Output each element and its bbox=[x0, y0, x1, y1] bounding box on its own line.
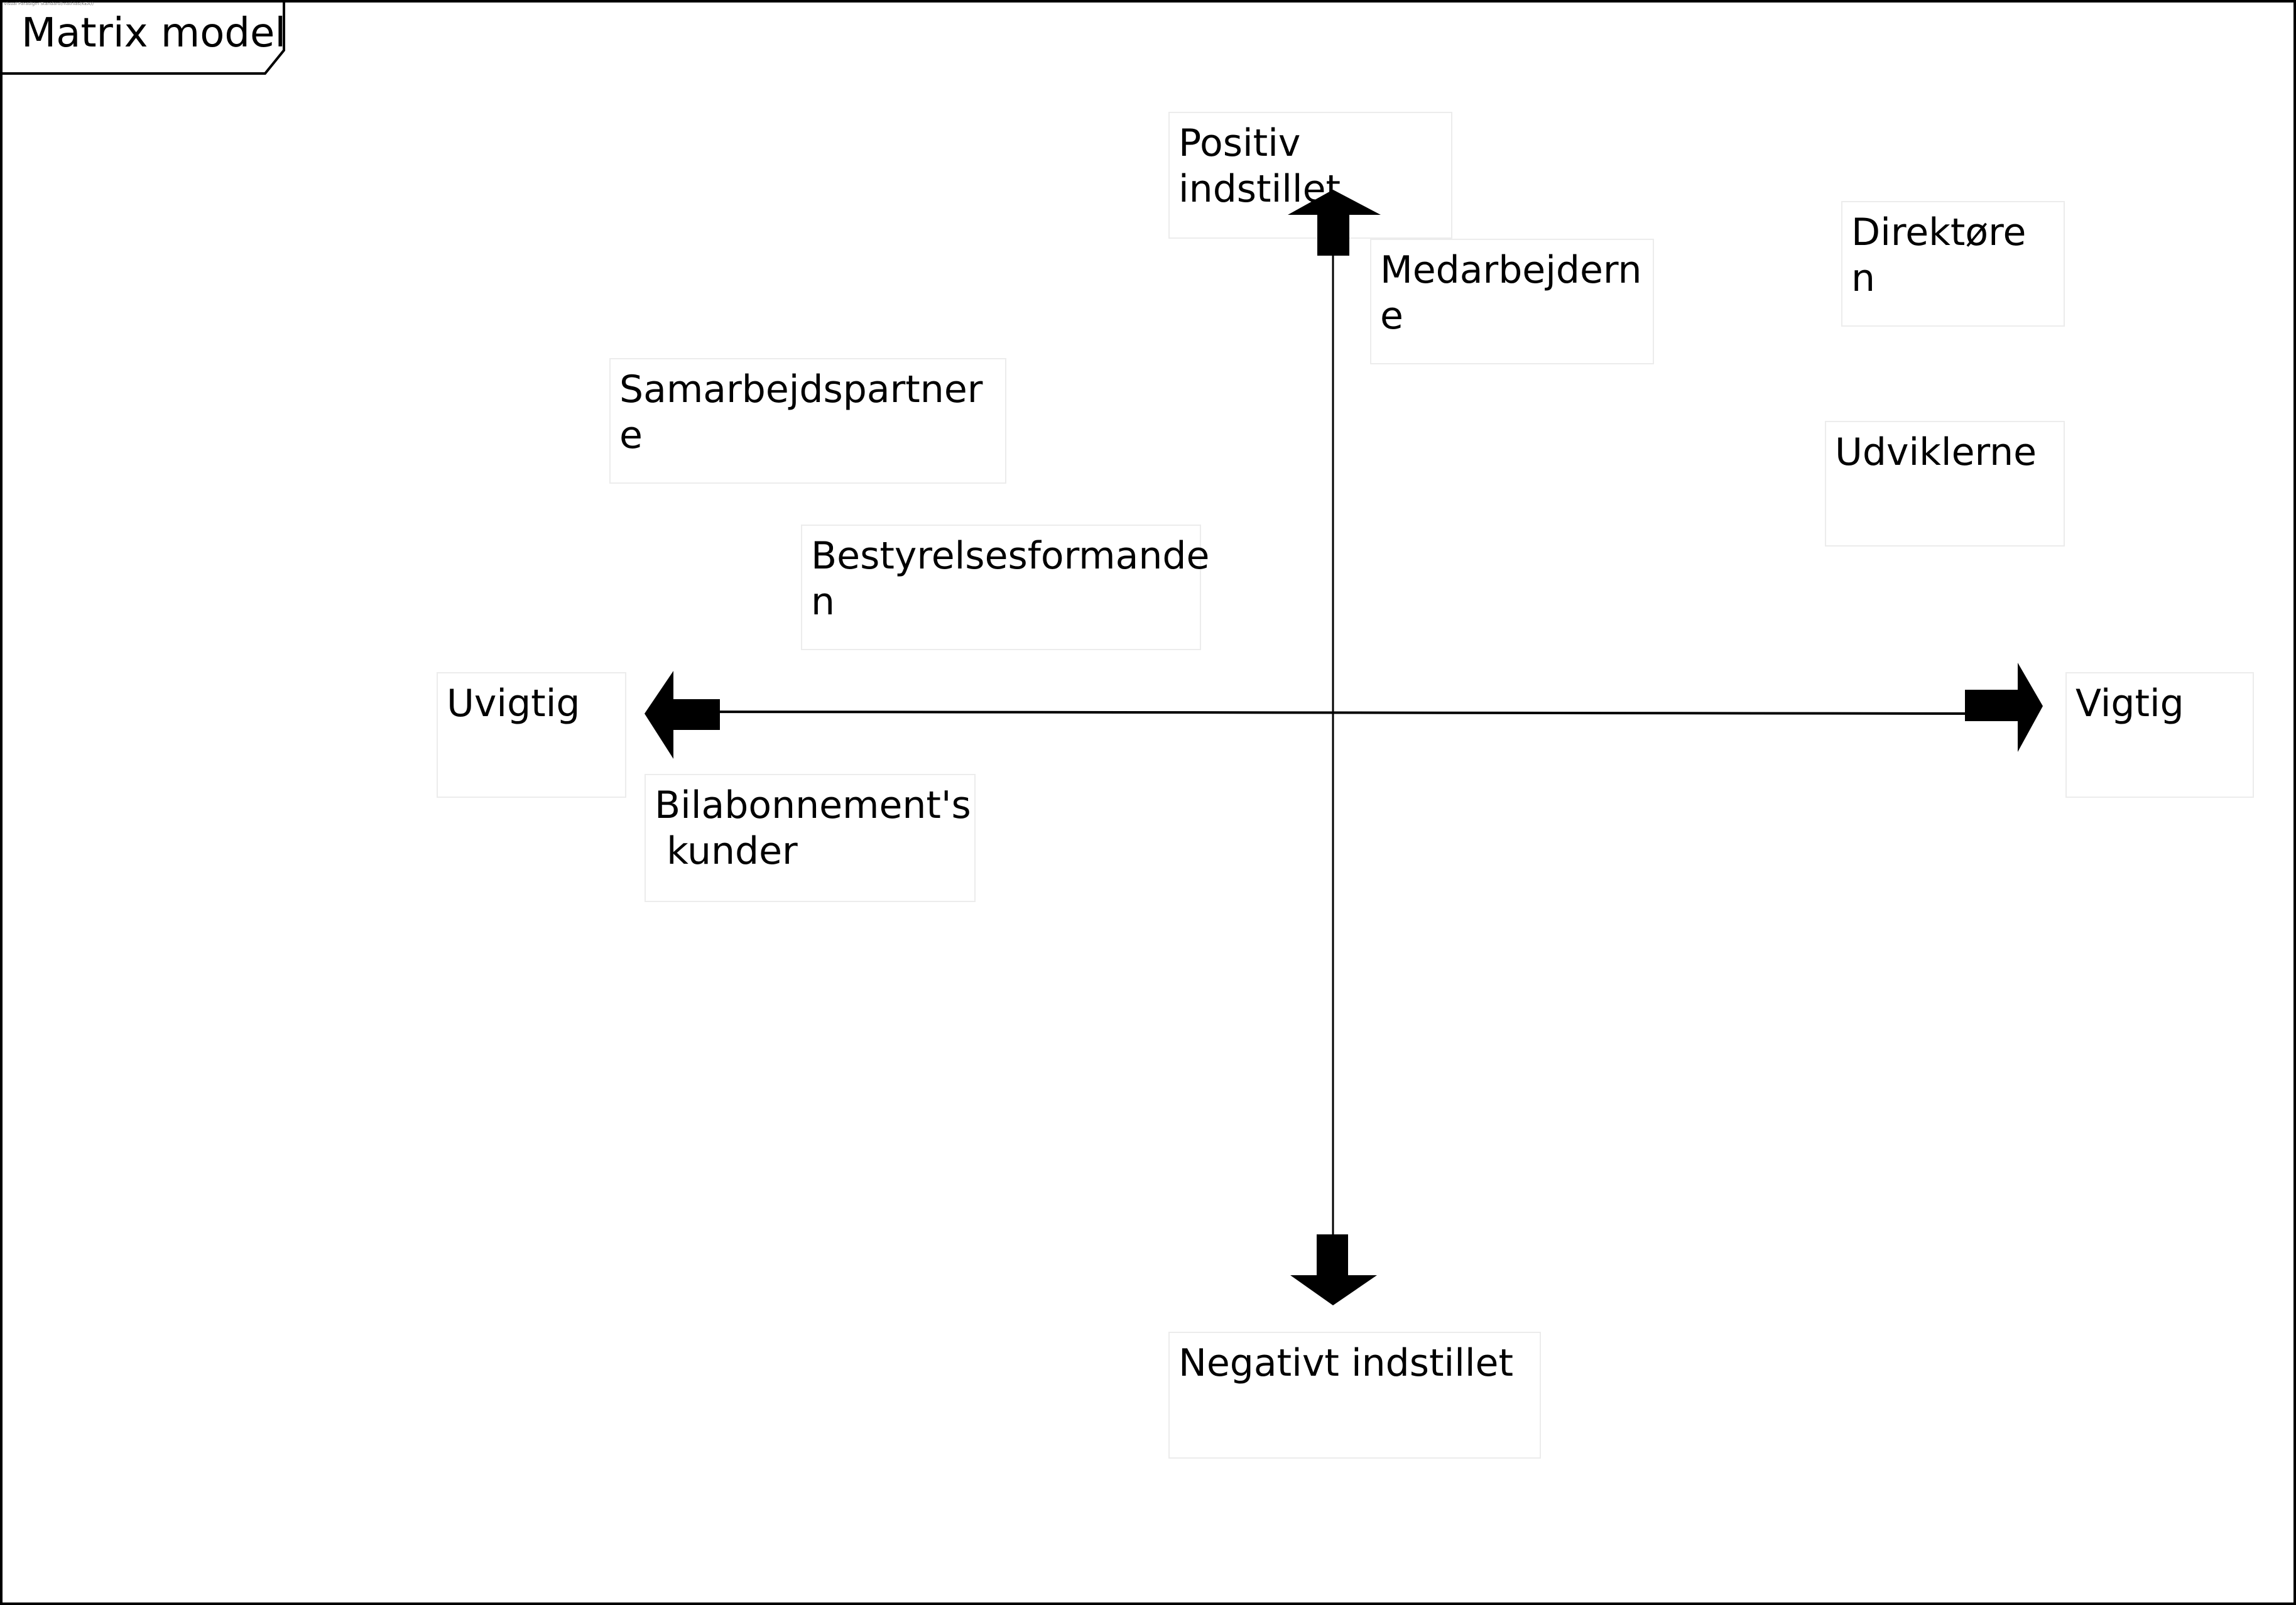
label-uvigtig: Uvigtig bbox=[437, 672, 626, 798]
horizontal-axis-line bbox=[690, 710, 1979, 715]
stakeholder-bilabonnement-kunder: Bilabonnement's kunder bbox=[645, 774, 976, 902]
stakeholder-direktoren: Direktøre n bbox=[1841, 201, 2065, 327]
left-arrow bbox=[645, 671, 720, 759]
stakeholder-bestyrelsesformanden: Bestyrelsesformande n bbox=[801, 525, 1209, 650]
down-arrow bbox=[1290, 1234, 1377, 1305]
stakeholder-samarbejdspartnere: Samarbejdspartner e bbox=[609, 358, 1006, 484]
stakeholder-udviklerne: Udviklerne bbox=[1825, 421, 2065, 547]
right-arrow bbox=[1965, 663, 2043, 752]
stakeholder-medarbejderne: Medarbejdern e bbox=[1370, 239, 1654, 364]
up-arrow bbox=[1288, 190, 1381, 256]
label-negativt-indstillet: Negativt indstillet bbox=[1168, 1332, 1541, 1459]
title-tab-outline bbox=[1, 1, 285, 75]
diagram-title: Matrix model bbox=[21, 10, 286, 57]
label-positiv-indstillet: Positiv indstillet bbox=[1168, 112, 1452, 239]
label-vigtig: Vigtig bbox=[2065, 672, 2254, 798]
tool-watermark-text: Visual Paradigm Standard(mathias(KEA)) bbox=[4, 1, 94, 6]
diagram-title-tab: Visual Paradigm Standard(mathias(KEA)) M… bbox=[0, 0, 286, 73]
